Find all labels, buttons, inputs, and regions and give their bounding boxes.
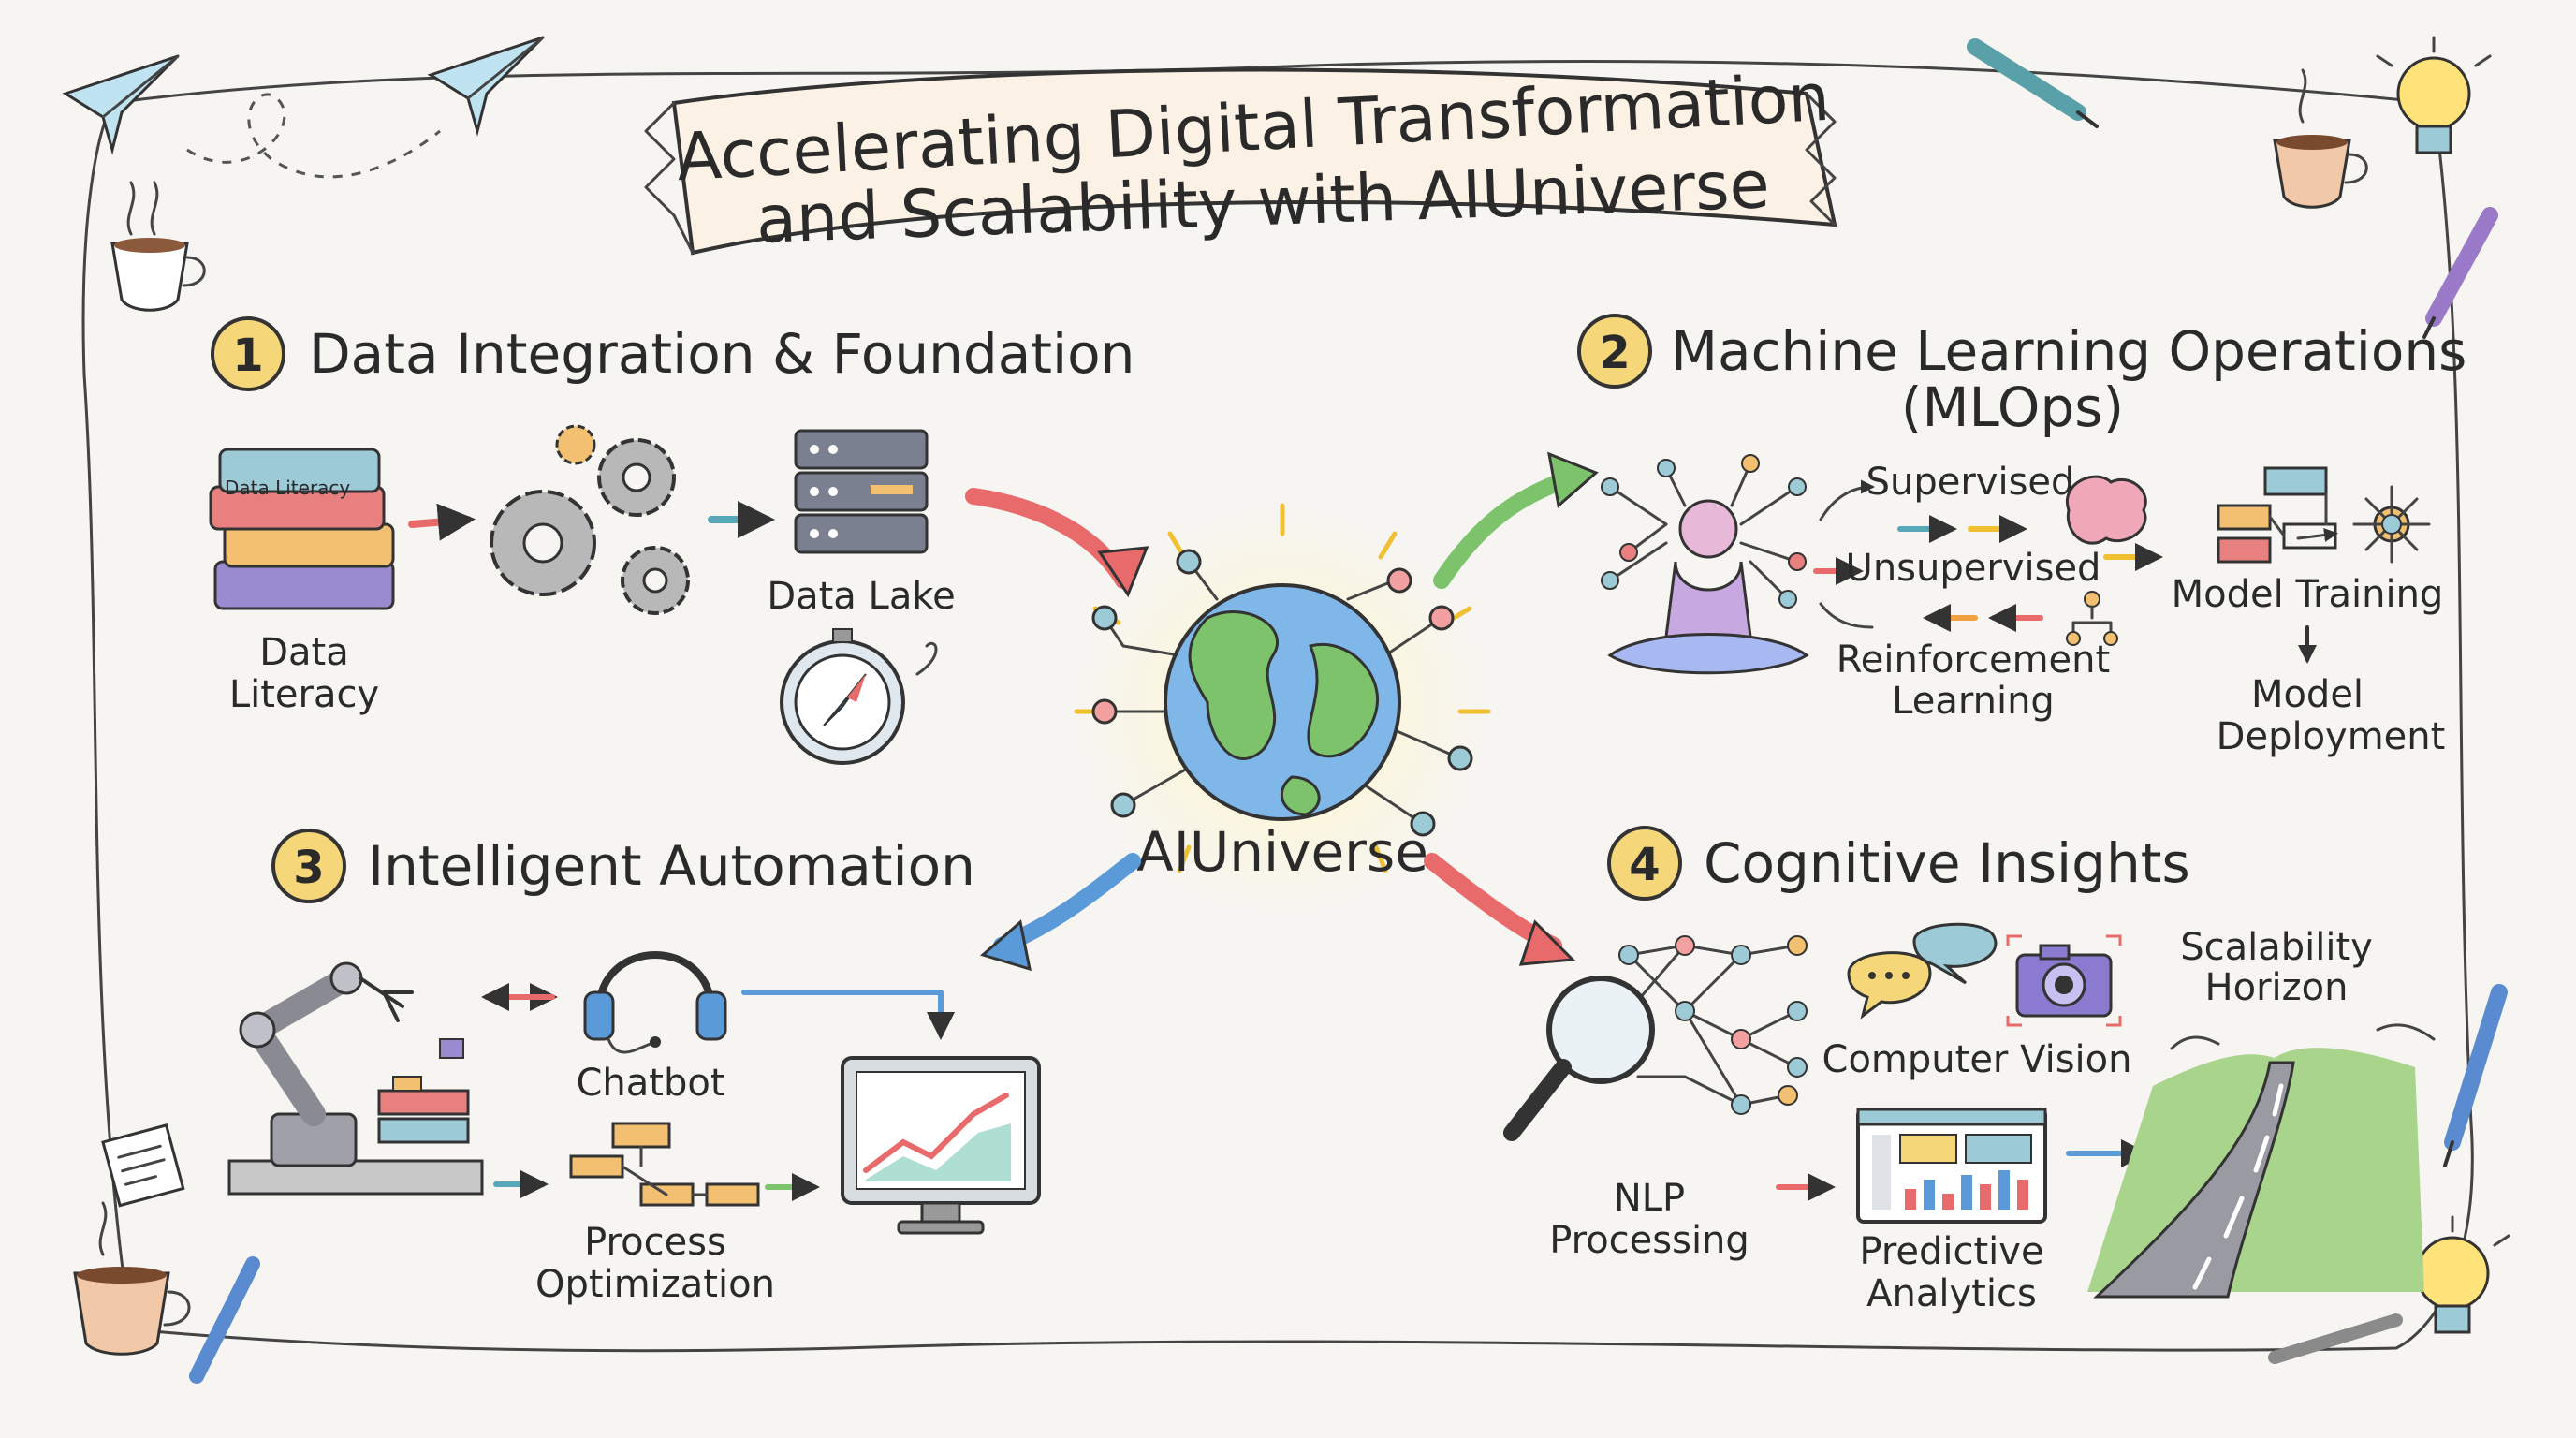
- chat-bubbles-icon: [1847, 922, 1998, 1020]
- flowchart-icon: [2217, 466, 2337, 564]
- books-icon: Data Literacy: [209, 448, 395, 610]
- camera-icon: [2006, 934, 2122, 1027]
- books-spine-label: Data Literacy: [225, 477, 350, 499]
- svg-text:3: 3: [293, 842, 324, 894]
- arrow-data-to-hub: [965, 488, 1132, 589]
- computer-vision-label: Computer Vision: [1822, 1038, 2132, 1081]
- title-banner: Accelerating Digital Transformation and …: [644, 59, 1837, 258]
- scalability-horizon-label-2: Horizon: [2205, 966, 2349, 1009]
- sticky-note-icon: [101, 1123, 185, 1208]
- chatbot-label: Chatbot: [576, 1062, 724, 1105]
- compass-icon: [780, 628, 938, 765]
- paper-plane-icon: [62, 54, 180, 155]
- process-optimization-label-1: Process: [584, 1221, 726, 1264]
- globe-network-icon: [1164, 583, 1401, 821]
- brain-icon: [2065, 475, 2147, 545]
- coffee-cup-icon: [110, 181, 206, 312]
- pen-icon: [2443, 984, 2508, 1167]
- coffee-cup-icon: [2273, 68, 2368, 209]
- center-hub: AIUniverse: [1074, 503, 1491, 917]
- section-title-4: Cognitive Insights: [1704, 831, 2190, 895]
- supervised-label: Supervised: [1866, 461, 2075, 504]
- robot-arm-icon: [227, 961, 484, 1196]
- network-node-icon: [2352, 485, 2431, 564]
- section-badge-4: 4: [1607, 826, 1682, 901]
- dashboard-icon: [1856, 1108, 2047, 1224]
- tree-icon: [2066, 591, 2118, 646]
- magnifier-icon: [1503, 976, 1655, 1141]
- nlp-label-2: Processing: [1549, 1219, 1749, 1262]
- data-literacy-label-1: Data: [259, 631, 349, 674]
- headset-icon: [583, 951, 727, 1054]
- reinforcement-label-1: Reinforcement: [1837, 638, 2110, 682]
- svg-text:1: 1: [232, 330, 263, 382]
- pen-icon: [189, 1256, 260, 1384]
- predictive-analytics-label-1: Predictive: [1859, 1230, 2043, 1273]
- scalability-horizon-label-1: Scalability: [2180, 926, 2373, 969]
- pen-icon: [2268, 1313, 2403, 1364]
- center-label: AIUniverse: [1136, 820, 1428, 884]
- section-title-3: Intelligent Automation: [368, 834, 975, 898]
- reinforcement-label-2: Learning: [1892, 680, 2055, 723]
- unsupervised-label: Unsupervised: [1846, 547, 2101, 590]
- data-lake-label: Data Lake: [767, 575, 955, 618]
- section-title-2-line-1: Machine Learning Operations: [1671, 319, 2466, 383]
- data-literacy-label-2: Literacy: [229, 673, 379, 716]
- svg-text:2: 2: [1599, 327, 1630, 379]
- model-deployment-label-1: Model: [2251, 673, 2364, 716]
- pen-icon: [1967, 38, 2099, 128]
- section-badge-2: 2: [1577, 314, 1652, 389]
- road-horizon-icon: [2087, 1023, 2436, 1299]
- gears-icon: [490, 424, 690, 615]
- meditating-ai-icon: [1601, 454, 1809, 675]
- lightbulb-icon: [2394, 1215, 2510, 1334]
- paper-plane-icon: [427, 36, 545, 137]
- arrow-hub-to-mlops: [1433, 469, 1581, 589]
- section-title-2-line-2: (MLOps): [1901, 375, 2124, 439]
- predictive-analytics-label-2: Analytics: [1866, 1272, 2037, 1315]
- section-badge-1: 1: [211, 316, 285, 391]
- nlp-label-1: NLP: [1614, 1177, 1685, 1220]
- model-training-label: Model Training: [2172, 573, 2444, 616]
- data-lake-icon: [794, 429, 929, 554]
- monitor-chart-icon: [841, 1056, 1041, 1235]
- pen-icon: [2422, 207, 2498, 339]
- section-badge-3: 3: [271, 829, 346, 903]
- neural-network-icon: [1618, 935, 1808, 1115]
- section-intelligent-automation: 3 Intelligent Automation Chatbot: [227, 829, 1041, 1306]
- section-title-1: Data Integration & Foundation: [309, 322, 1134, 386]
- section-mlops: 2 Machine Learning Operations (MLOps) Su…: [1577, 314, 2466, 758]
- process-optimization-label-2: Optimization: [535, 1263, 775, 1306]
- page-border: [81, 60, 2474, 1353]
- lightbulb-icon: [2376, 36, 2492, 154]
- process-flow-icon: [569, 1122, 760, 1207]
- svg-text:4: 4: [1629, 839, 1660, 891]
- dashed-flight-path: [186, 93, 441, 179]
- section-cognitive-insights: 4 Cognitive Insights NLP Pro: [1503, 826, 2436, 1315]
- section-data-integration: 1 Data Integration & Foundation Data Lit…: [209, 316, 1134, 765]
- coffee-cup-icon: [73, 1201, 191, 1356]
- arrow-books-to-gears: [408, 503, 476, 541]
- model-deployment-label-2: Deployment: [2217, 715, 2446, 758]
